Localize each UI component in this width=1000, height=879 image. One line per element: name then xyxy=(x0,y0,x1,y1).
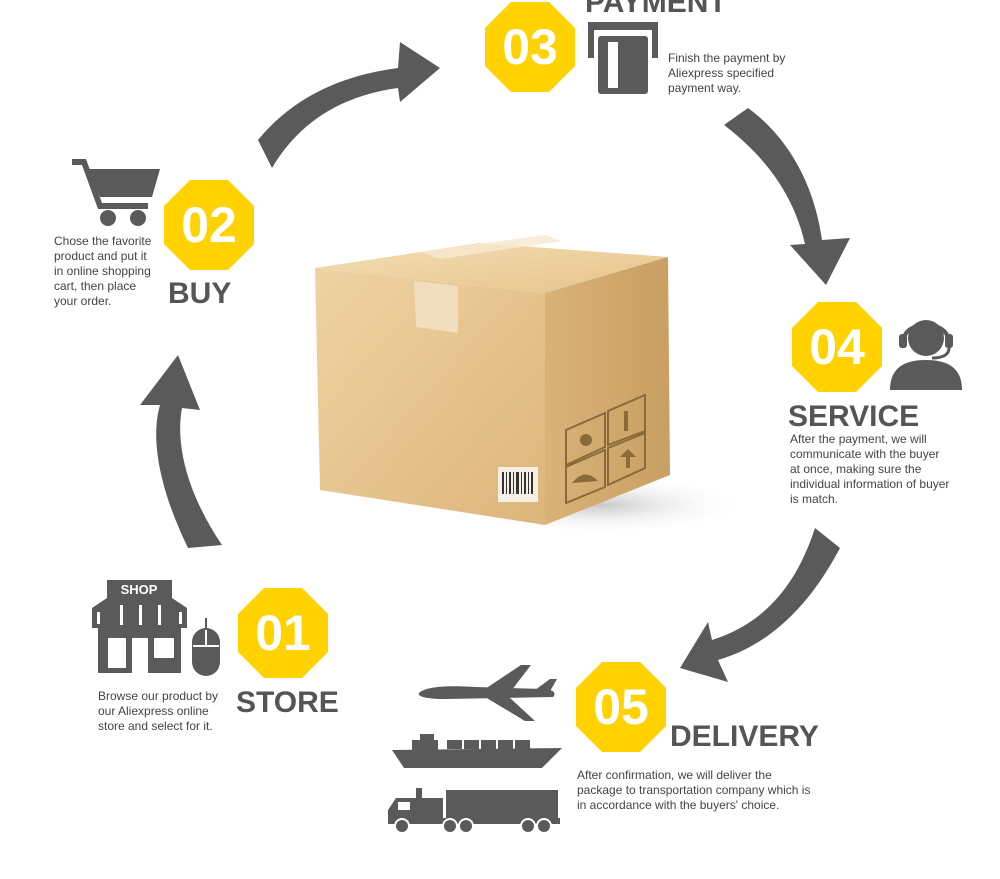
step-05-badge: 05 xyxy=(576,662,666,752)
step-01-badge: 01 xyxy=(238,588,328,678)
desc-line: Chose the favorite xyxy=(54,234,151,249)
step-01-title: STORE xyxy=(236,688,339,718)
desc-line: Finish the payment by xyxy=(668,51,785,66)
arrow-buy-to-payment xyxy=(258,42,440,168)
step-number: 04 xyxy=(792,302,882,392)
desc-line: in accordance with the buyers' choice. xyxy=(577,798,810,813)
step-02-description: Chose the favorite product and put it in… xyxy=(54,234,151,309)
step-04-badge: 04 xyxy=(792,302,882,392)
desc-line: is match. xyxy=(790,492,949,507)
desc-line: Browse our product by xyxy=(98,689,218,704)
step-04-title: SERVICE xyxy=(788,402,919,432)
step-03-badge: 03 xyxy=(485,2,575,92)
desc-line: Aliexpress specified xyxy=(668,66,785,81)
card-payment-icon xyxy=(588,22,658,94)
desc-line: package to transportation company which … xyxy=(577,783,810,798)
step-number: 02 xyxy=(164,180,254,270)
step-01-description: Browse our product by our Aliexpress onl… xyxy=(98,689,218,734)
desc-line: communicate with the buyer xyxy=(790,447,949,462)
arrow-store-to-buy xyxy=(140,355,222,548)
desc-line: your order. xyxy=(54,294,151,309)
desc-line: at once, making sure the xyxy=(790,462,949,477)
cardboard-box xyxy=(300,235,740,555)
desc-line: product and put it xyxy=(54,249,151,264)
step-05-title: DELIVERY xyxy=(670,722,819,752)
shop-sign: SHOP xyxy=(121,582,158,597)
desc-line: store and select for it. xyxy=(98,719,218,734)
desc-line: in online shopping xyxy=(54,264,151,279)
step-05-description: After confirmation, we will deliver the … xyxy=(577,768,810,813)
step-03-description: Finish the payment by Aliexpress specifi… xyxy=(668,51,785,96)
step-03-title: PAYMENT xyxy=(585,0,727,18)
desc-line: After the payment, we will xyxy=(790,432,949,447)
desc-line: cart, then place xyxy=(54,279,151,294)
shopping-cart-icon xyxy=(72,155,162,227)
step-number: 03 xyxy=(485,2,575,92)
cargo-ship-icon xyxy=(392,728,562,770)
mouse-icon xyxy=(190,618,222,678)
step-number: 05 xyxy=(576,662,666,752)
headset-agent-icon xyxy=(888,312,964,390)
desc-line: After confirmation, we will deliver the xyxy=(577,768,810,783)
truck-icon xyxy=(388,788,560,836)
desc-line: payment way. xyxy=(668,81,785,96)
desc-line: our Aliexpress online xyxy=(98,704,218,719)
step-04-description: After the payment, we will communicate w… xyxy=(790,432,949,507)
step-02-badge: 02 xyxy=(164,180,254,270)
shop-icon: SHOP xyxy=(92,580,187,675)
step-number: 01 xyxy=(238,588,328,678)
airplane-icon xyxy=(415,665,560,725)
desc-line: individual information of buyer xyxy=(790,477,949,492)
step-02-title: BUY xyxy=(168,279,231,309)
arrow-payment-to-service xyxy=(724,108,850,285)
